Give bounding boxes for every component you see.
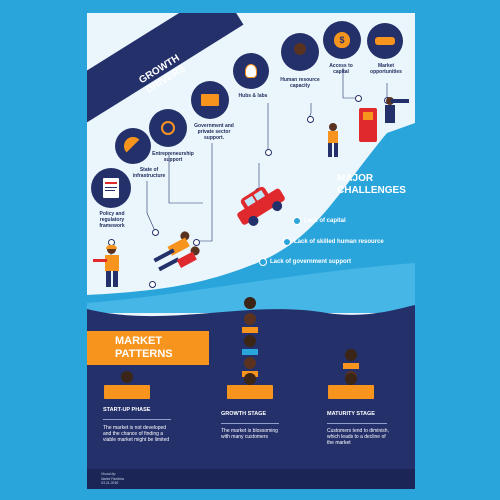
connector-dot — [265, 149, 272, 156]
policy-document-icon — [91, 168, 131, 208]
fuel-pump-illustration — [359, 108, 377, 142]
driver-label-human-resource: Human resource capacity — [280, 77, 320, 89]
driver-label-hubs: Hubs & labs — [238, 93, 268, 99]
challenge-item: Lack of skilled human resource — [283, 238, 384, 246]
market-patterns-banner — [87, 331, 209, 365]
driver-label-government: Government and private sector support. — [194, 123, 234, 141]
climber-illustration — [325, 123, 341, 157]
person-icon — [281, 33, 319, 71]
bullet-icon — [283, 238, 291, 246]
infographic-poster: GROWTH DRIVERS Policy and regulatory fra… — [87, 13, 415, 489]
person-avatar — [121, 371, 133, 383]
briefcase-icon — [191, 81, 229, 119]
stage-desc-startup: The market is not developed and the chan… — [103, 425, 170, 443]
lightbulb-icon — [233, 53, 269, 89]
satellite-dish-icon — [115, 128, 151, 164]
driver-label-infrastructure: State of infrastructure — [132, 167, 166, 179]
market-patterns-title: MARKET PATTERNS — [115, 335, 173, 360]
stage-desc-growth: The market is blossoming with many custo… — [221, 428, 278, 440]
lightbulb-hand-icon — [149, 109, 187, 147]
stage-title-growth: GROWTH STAGE — [221, 411, 267, 417]
desk-illustration — [104, 385, 150, 399]
footer-credit: Visual by: Nahid Faridnia 03.11.2018 — [101, 472, 124, 485]
bullet-icon — [293, 217, 301, 225]
person-avatar — [244, 373, 256, 385]
connector-dot — [355, 95, 362, 102]
money-bag-icon: $ — [323, 21, 361, 59]
person-avatar — [345, 373, 357, 385]
major-challenges-title: MAJOR CHALLENGES — [337, 173, 406, 196]
driver-label-market-opportunities: Market opportunities — [370, 63, 402, 75]
hill-slope — [87, 123, 415, 313]
driver-label-entrepreneurship: Entrepreneurship support — [152, 151, 194, 163]
connector-dot — [307, 116, 314, 123]
connector-dot — [152, 229, 159, 236]
divider — [327, 423, 387, 424]
desk-illustration — [328, 385, 374, 399]
driver-label-capital: Access to capital — [329, 63, 353, 75]
challenge-item: Lack of government support — [259, 258, 351, 266]
divider — [221, 423, 279, 424]
handshake-icon — [367, 23, 403, 59]
stage-title-startup: START-UP PHASE — [103, 407, 151, 413]
footer — [87, 469, 415, 489]
stage-desc-maturity: Customers tend to diminish, which leads … — [327, 428, 389, 446]
challenge-item: Lack of capital — [293, 217, 346, 225]
desk-illustration — [227, 385, 273, 399]
connector-dot — [149, 281, 156, 288]
bullet-icon — [259, 258, 267, 266]
divider — [103, 419, 171, 420]
stage-title-maturity: MATURITY STAGE — [327, 411, 375, 417]
worker-illustration — [93, 245, 123, 287]
person-telescope-illustration — [385, 97, 409, 123]
driver-label-policy: Policy and regulatory framework — [99, 211, 125, 229]
